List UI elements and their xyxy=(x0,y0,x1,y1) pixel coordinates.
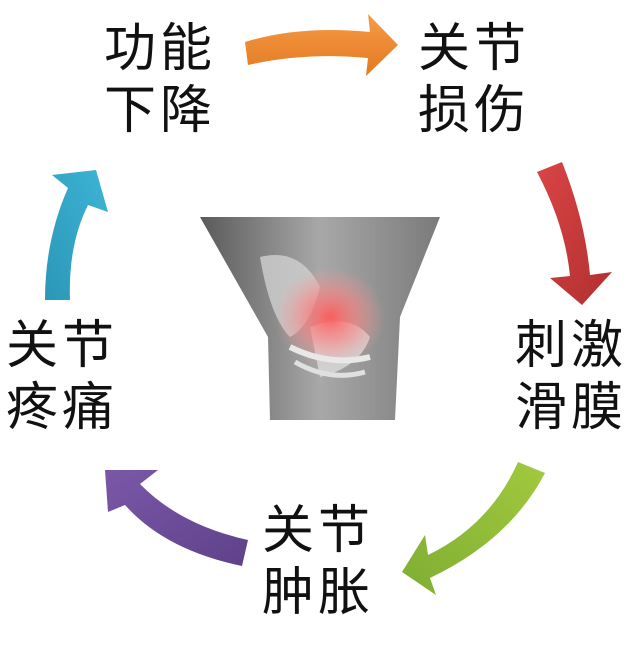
node-joint-swelling: 关节 肿胀 xyxy=(262,501,375,623)
node-functional-decline: 功能 下降 xyxy=(104,19,217,141)
knee-pain-photo xyxy=(200,217,440,420)
arrow-green-icon xyxy=(402,462,545,595)
node-synovium-irritation: 刺激 滑膜 xyxy=(515,316,628,438)
arrow-orange-icon xyxy=(245,14,398,76)
node-joint-injury: 关节 损伤 xyxy=(418,19,531,141)
node-joint-pain: 关节 疼痛 xyxy=(6,316,119,438)
arrow-purple-icon xyxy=(105,470,248,566)
arrow-blue-icon xyxy=(45,170,108,300)
arrow-red-icon xyxy=(537,162,612,305)
